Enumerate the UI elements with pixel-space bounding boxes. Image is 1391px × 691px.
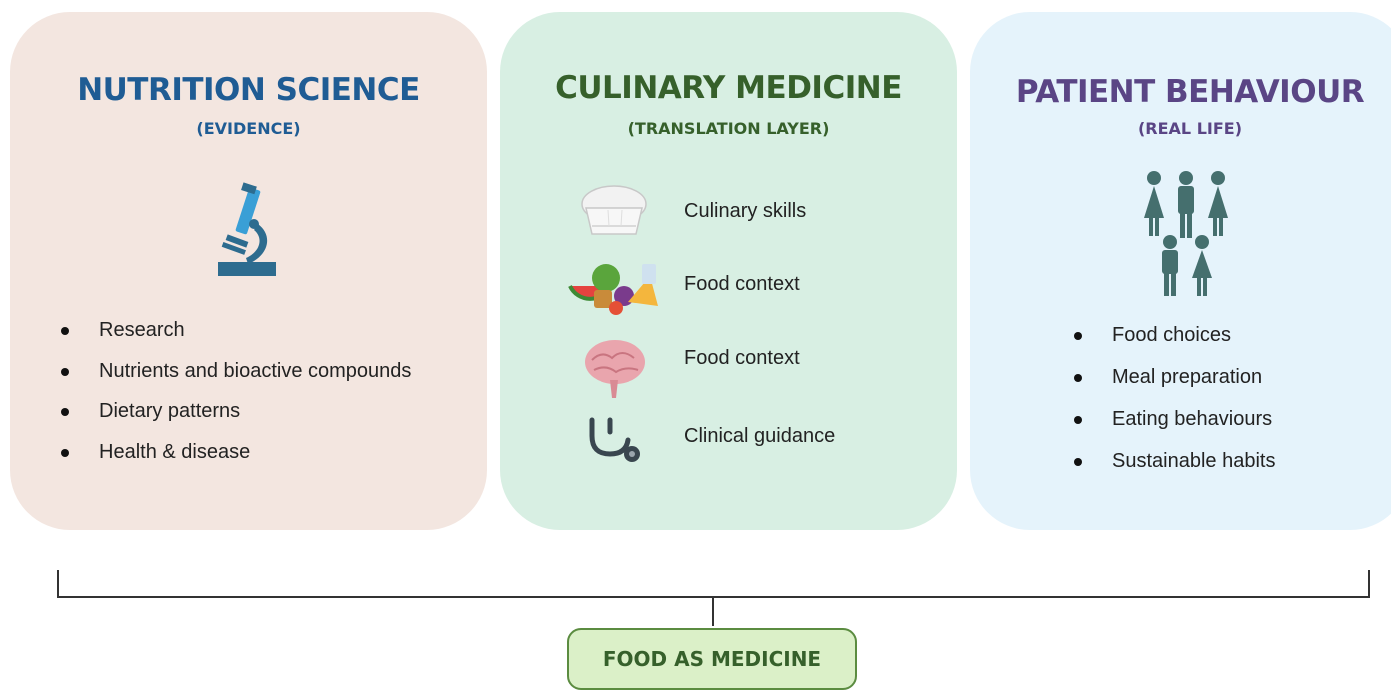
panel-title: NUTRITION SCIENCE xyxy=(77,72,420,108)
list-item: Health & disease xyxy=(61,442,411,462)
food-context-label: Food context xyxy=(684,273,800,295)
patient-behaviour-panel: PATIENT BEHAVIOUR (REAL LIFE) Food xyxy=(970,12,1391,530)
panel-title: CULINARY MEDICINE xyxy=(555,70,902,106)
family-people-icon xyxy=(1144,171,1228,296)
skill-label: Culinary skills xyxy=(684,200,807,222)
list-item: Dietary patterns xyxy=(61,401,411,421)
stethoscope-icon xyxy=(589,417,640,462)
list-item: Research xyxy=(61,320,411,340)
list-item: Sustainable habits xyxy=(1074,451,1275,471)
brain-icon xyxy=(585,340,645,398)
panel-subtitle: (TRANSLATION LAYER) xyxy=(627,119,830,138)
culinary-medicine-panel: CULINARY MEDICINE (TRANSLATION LAYER) Cu… xyxy=(500,12,957,530)
science-list: Research Nutrients and bioactive compoun… xyxy=(61,320,411,482)
food-as-medicine-box: FOOD AS MEDICINE xyxy=(567,628,857,690)
behaviour-list: Food choices Meal preparation Eating beh… xyxy=(1074,325,1275,493)
microscope-icon xyxy=(218,182,276,276)
nutrition-science-panel: NUTRITION SCIENCE (EVIDENCE) Research Nu… xyxy=(10,12,487,530)
panel-subtitle: (EVIDENCE) xyxy=(196,119,301,138)
list-item: Nutrients and bioactive compounds xyxy=(61,361,411,381)
clinical-guidance-label: Clinical guidance xyxy=(684,425,836,447)
panel-title: PATIENT BEHAVIOUR xyxy=(1015,74,1365,110)
list-item: Meal preparation xyxy=(1074,367,1275,387)
food-context-label: Food context xyxy=(684,347,800,369)
list-item: Food choices xyxy=(1074,325,1275,345)
food-assortment-icon xyxy=(568,264,658,315)
list-item: Eating behaviours xyxy=(1074,409,1275,429)
panel-subtitle: (REAL LIFE) xyxy=(1137,119,1243,138)
chef-hat-icon xyxy=(581,185,647,235)
